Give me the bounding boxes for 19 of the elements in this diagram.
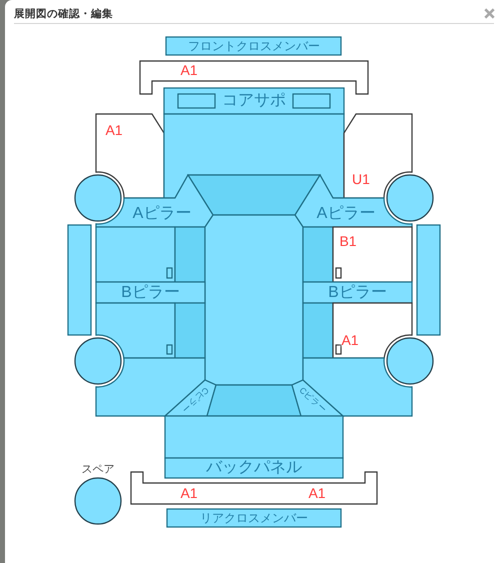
part-label: Bピラー [121,285,180,301]
part-label: フロントクロスメンバー [188,40,320,52]
damage-code: A1 [105,123,123,137]
part-label: Cピラー [180,386,210,414]
part-label: バックパネル [206,460,302,476]
part-label: コアサポ [222,93,286,109]
part-label: Aピラー [316,206,376,222]
damage-code: U1 [352,172,370,186]
damage-code: B1 [339,234,357,248]
damage-code: A1 [180,486,198,500]
damage-code: A1 [180,63,198,77]
part-label: リアクロスメンバー [200,512,308,524]
part-label: Cピラー [298,386,328,414]
damage-code: A1 [341,333,359,347]
part-label: Bピラー [328,285,387,301]
damage-code: A1 [308,486,326,500]
dialog-title: 展開図の確認・編集 [14,8,113,20]
part-label: Aピラー [132,206,192,222]
part-label: スペア [82,464,114,476]
